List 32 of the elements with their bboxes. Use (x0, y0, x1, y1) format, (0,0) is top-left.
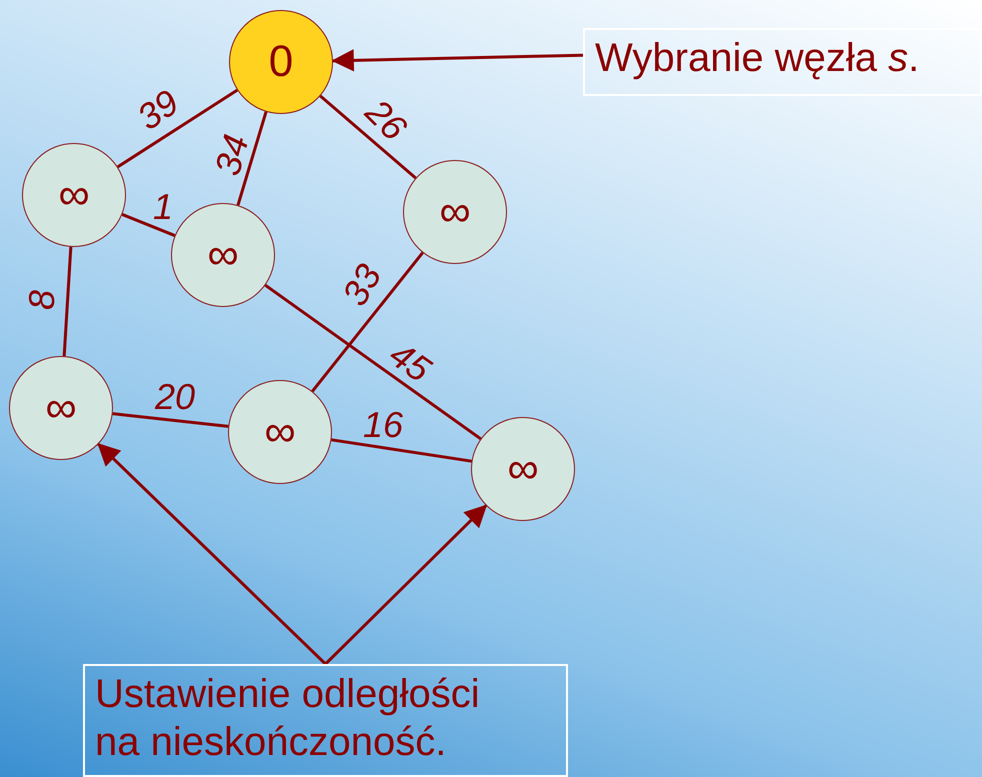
distance-value: 0 (268, 40, 294, 84)
distance-value: ∞ (45, 386, 77, 430)
leader-arrow (97, 443, 327, 666)
edge-weight: 1 (153, 189, 174, 225)
graph-edge (116, 88, 238, 168)
edge-weight: 26 (359, 93, 413, 147)
graph-edge (311, 252, 424, 392)
callout-text: Wybranie węzła s. (595, 35, 920, 82)
edge-weight: 8 (24, 290, 60, 310)
distance-value: ∞ (264, 410, 296, 454)
distance-value: ∞ (58, 173, 90, 217)
callout-box (83, 664, 568, 777)
graph-edge (62, 246, 72, 356)
edge-weight: 20 (155, 379, 196, 415)
graph-edge (122, 213, 176, 237)
graph-edge (112, 412, 228, 428)
callout-text: Ustawienie odległości na nieskończoność. (95, 671, 481, 766)
leader-arrow (331, 49, 584, 72)
callout-box (583, 28, 982, 96)
edge-weight: 34 (209, 131, 255, 179)
edge-weight: 45 (383, 336, 437, 388)
distance-value: ∞ (507, 447, 539, 491)
distance-value: ∞ (207, 233, 239, 277)
graph-edge (264, 284, 482, 440)
distance-value: ∞ (439, 190, 471, 234)
edge-weight: 39 (131, 84, 185, 136)
graph-edge (331, 438, 472, 463)
graph-edge (319, 94, 417, 180)
edge-weight: 16 (363, 407, 404, 443)
edge-weight: 33 (336, 258, 388, 312)
graph-edge (236, 111, 268, 206)
leader-arrow (324, 504, 488, 666)
